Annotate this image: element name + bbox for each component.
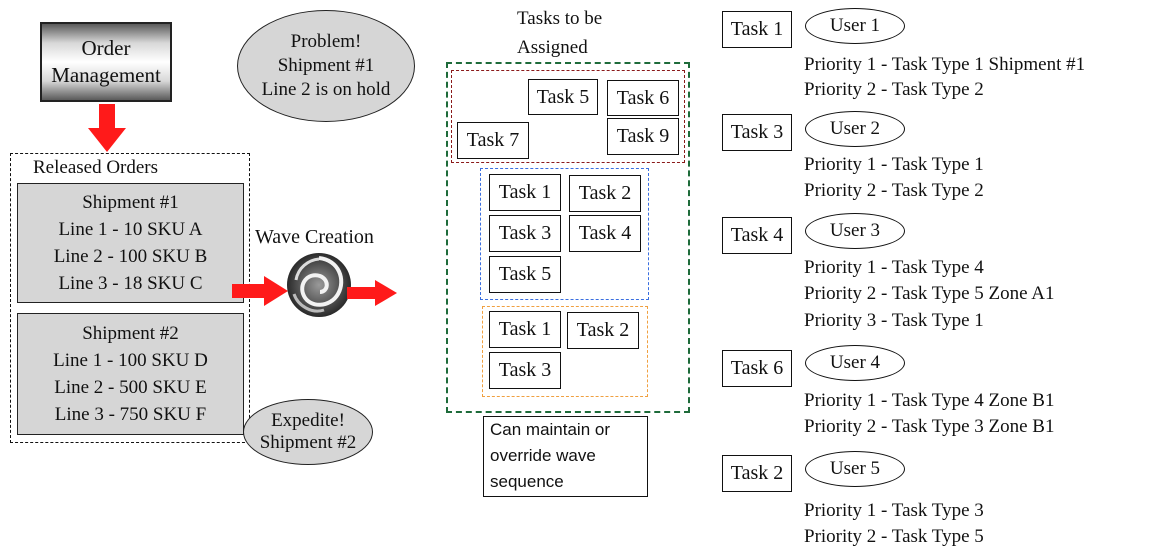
order-management-line2: Management: [51, 63, 161, 87]
wave-sequence-note: Can maintain or override wave sequence: [483, 416, 648, 497]
assigned-task-box[interactable]: Task 3: [722, 114, 792, 151]
task-box[interactable]: Task 6: [607, 80, 679, 116]
problem-callout: Problem! Shipment #1 Line 2 is on hold: [237, 10, 415, 122]
task-box[interactable]: Task 5: [489, 256, 561, 293]
assigned-task-box[interactable]: Task 2: [722, 455, 792, 492]
expedite-line2: Shipment #2: [259, 432, 357, 453]
priority-line: Priority 2 - Task Type 2: [804, 79, 984, 100]
task-box[interactable]: Task 1: [489, 174, 561, 211]
tasks-frame: [446, 62, 690, 413]
shipment-2-line-1: Line 1 - 100 SKU D: [53, 350, 208, 371]
shipment-1-line-3: Line 3 - 18 SKU C: [58, 273, 203, 294]
task-box[interactable]: Task 2: [569, 175, 641, 212]
shipment-2-box: Shipment #2 Line 1 - 100 SKU D Line 2 - …: [17, 313, 244, 435]
task-box[interactable]: Task 5: [528, 79, 598, 115]
shipment-1-title: Shipment #1: [82, 192, 179, 213]
user-ellipse[interactable]: User 2: [805, 111, 905, 147]
priority-line: Priority 2 - Task Type 5 Zone A1: [804, 283, 1055, 304]
task-group-blue: [480, 168, 649, 300]
task-box[interactable]: Task 7: [457, 122, 529, 159]
note-line1: Can maintain or: [490, 420, 611, 439]
user-ellipse[interactable]: User 1: [805, 8, 905, 44]
expedite-line1: Expedite!: [271, 410, 345, 431]
assigned-task-box[interactable]: Task 1: [722, 11, 792, 48]
tasks-title-line2: Assigned: [517, 37, 588, 58]
priority-line: Priority 1 - Task Type 1: [804, 154, 984, 175]
shipment-2-line-3: Line 3 - 750 SKU F: [54, 404, 207, 425]
priority-line: Priority 1 - Task Type 1 Shipment #1: [804, 54, 1086, 75]
user-ellipse[interactable]: User 3: [805, 213, 905, 249]
priority-line: Priority 2 - Task Type 2: [804, 180, 984, 201]
shipment-1-box: Shipment #1 Line 1 - 10 SKU A Line 2 - 1…: [17, 183, 244, 303]
user-ellipse[interactable]: User 4: [805, 345, 905, 381]
assigned-task-box[interactable]: Task 6: [722, 350, 792, 387]
problem-line3: Line 2 is on hold: [261, 79, 391, 100]
shipment-1-line-2: Line 2 - 100 SKU B: [53, 246, 208, 267]
note-line2: override wave: [490, 446, 596, 465]
order-management-box: Order Management: [40, 22, 172, 102]
expedite-callout: Expedite! Shipment #2: [243, 399, 373, 465]
tasks-title-line1: Tasks to be: [517, 8, 603, 29]
assigned-task-box[interactable]: Task 4: [722, 217, 792, 254]
task-group-red: [451, 70, 685, 163]
user-ellipse[interactable]: User 5: [805, 451, 905, 487]
shipment-2-title: Shipment #2: [82, 323, 179, 344]
shipment-1-line-1: Line 1 - 10 SKU A: [58, 219, 203, 240]
task-box[interactable]: Task 4: [569, 215, 641, 252]
priority-line: Priority 1 - Task Type 3: [804, 500, 984, 521]
problem-line1: Problem!: [290, 31, 362, 52]
right-arrow-icon: [232, 276, 288, 306]
task-box[interactable]: Task 2: [567, 312, 639, 349]
released-orders-title: Released Orders: [33, 157, 159, 178]
task-group-orange: [482, 306, 648, 397]
task-box[interactable]: Task 9: [607, 118, 679, 155]
wave-creation-label: Wave Creation: [255, 226, 374, 248]
shipment-2-line-2: Line 2 - 500 SKU E: [54, 377, 207, 398]
swirl-icon: [287, 253, 351, 317]
right-arrow-icon: [347, 280, 397, 306]
priority-line: Priority 1 - Task Type 4: [804, 257, 984, 278]
problem-line2: Shipment #1: [277, 55, 375, 76]
priority-line: Priority 1 - Task Type 4 Zone B1: [804, 390, 1055, 411]
task-box[interactable]: Task 1: [489, 311, 561, 348]
priority-line: Priority 2 - Task Type 5: [804, 526, 984, 547]
down-arrow-icon: [88, 104, 126, 152]
order-management-line1: Order: [81, 36, 131, 60]
priority-line: Priority 3 - Task Type 1: [804, 310, 984, 331]
task-box[interactable]: Task 3: [489, 352, 561, 389]
task-box[interactable]: Task 3: [489, 215, 561, 252]
note-line3: sequence: [490, 472, 564, 491]
tasks-to-be-assigned-title: Tasks to be Assigned: [517, 4, 602, 62]
priority-line: Priority 2 - Task Type 3 Zone B1: [804, 416, 1055, 437]
